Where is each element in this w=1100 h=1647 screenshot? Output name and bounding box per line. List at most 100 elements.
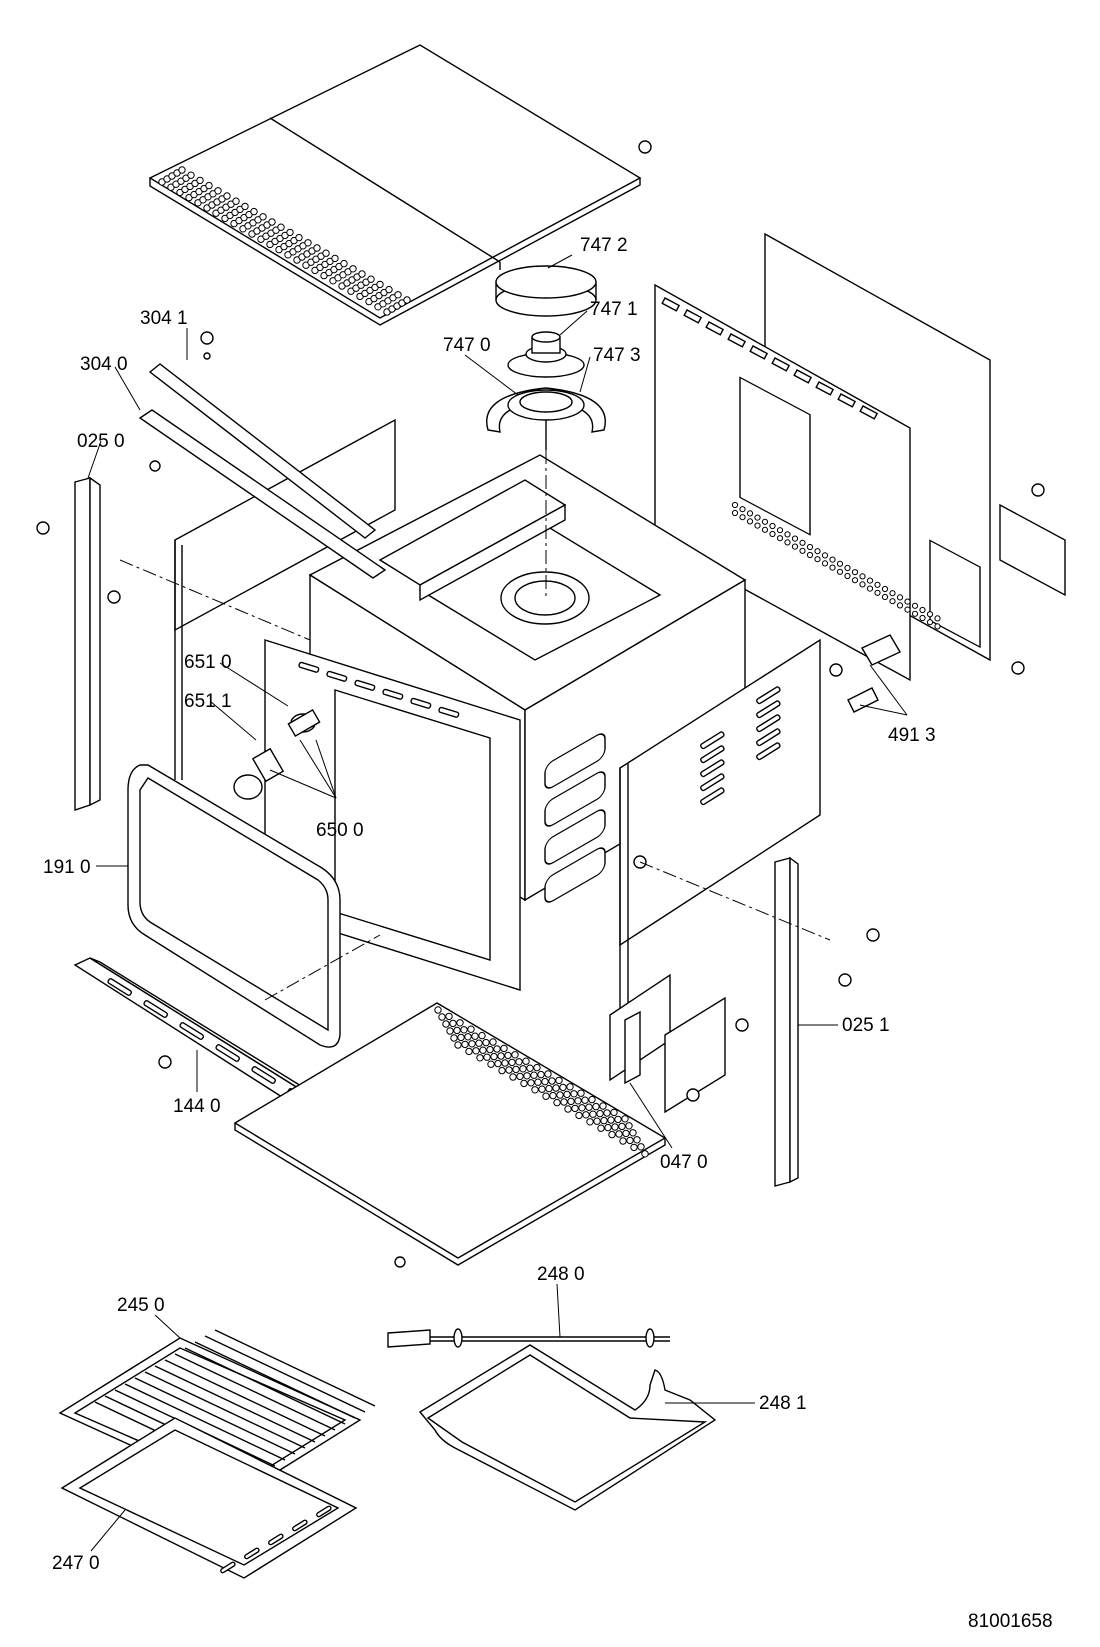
perforation-hole xyxy=(610,1108,618,1117)
right-vertical-rail xyxy=(774,856,799,1187)
perforation-hole xyxy=(622,1129,630,1138)
perforation-hole xyxy=(464,1033,472,1041)
perforation-hole xyxy=(450,1034,458,1042)
label-245-0: 245 0 xyxy=(117,1295,165,1316)
vent-slot xyxy=(700,787,725,806)
shelf-bar xyxy=(194,1341,356,1419)
perforation-hole xyxy=(548,1077,556,1085)
perforation-hole xyxy=(844,572,851,580)
perforation-hole xyxy=(896,594,904,601)
perforation-hole xyxy=(603,1109,611,1117)
perforation-hole xyxy=(571,1104,579,1113)
perforation-hole xyxy=(556,1091,564,1099)
perforation-hole xyxy=(403,296,411,304)
perforation-hole xyxy=(851,569,859,576)
label-144-0: 144 0 xyxy=(173,1096,221,1117)
perforation-hole xyxy=(187,171,195,179)
assembly-lines xyxy=(119,450,831,1001)
perforation-hole xyxy=(581,1096,589,1104)
perforation-hole xyxy=(549,1091,557,1100)
vent-slot xyxy=(700,731,725,750)
perforation-hole xyxy=(438,1013,446,1021)
perforation-hole xyxy=(821,560,829,567)
hinge-assembly xyxy=(609,973,749,1114)
label-747-2: 747 2 xyxy=(580,235,628,256)
diagram-reference-number: 81001658 xyxy=(968,1611,1053,1632)
perforation-hole xyxy=(904,598,911,605)
rail-slot xyxy=(143,1000,168,1018)
perforation-hole xyxy=(919,614,926,622)
perforation-hole xyxy=(457,1033,465,1042)
perforation-hole xyxy=(537,1070,545,1079)
perforation-hole xyxy=(394,291,402,299)
control-knobs xyxy=(233,708,321,800)
label-248-0: 248 0 xyxy=(537,1264,585,1285)
perforation-hole xyxy=(331,254,339,263)
perforation-hole xyxy=(926,611,934,618)
perforation-hole xyxy=(586,1118,594,1126)
rotisserie-frame xyxy=(418,1344,717,1511)
top-rails xyxy=(138,331,387,579)
perforation-hole xyxy=(178,166,186,174)
perforation-hole xyxy=(604,1123,612,1132)
perforation-hole xyxy=(919,606,926,614)
perforation-hole xyxy=(534,1078,542,1086)
perforation-hole xyxy=(555,1076,563,1085)
perforation-hole xyxy=(625,1122,633,1130)
perforation-hole xyxy=(791,535,799,542)
perforation-hole xyxy=(814,556,821,563)
perforation-hole xyxy=(608,1130,616,1139)
perforation-hole xyxy=(486,1045,494,1054)
perforation-hole xyxy=(592,1102,600,1111)
perforation-hole xyxy=(475,1039,483,1047)
perforation-hole xyxy=(500,1044,508,1053)
perforation-hole xyxy=(487,1060,495,1068)
perforation-hole xyxy=(295,233,303,242)
perforation-hole xyxy=(904,606,911,613)
perforation-hole xyxy=(519,1065,527,1073)
perforation-hole xyxy=(844,564,851,572)
perforation-hole xyxy=(630,1143,638,1152)
vent-slot xyxy=(749,345,769,360)
perforation-hole xyxy=(746,510,754,517)
perforation-hole xyxy=(761,518,769,525)
perforation-hole xyxy=(511,1051,519,1059)
perforation-hole xyxy=(614,1115,622,1124)
perforation-hole xyxy=(446,1027,454,1035)
perforation-hole xyxy=(866,585,874,592)
perforation-hole xyxy=(776,535,784,542)
perforation-hole xyxy=(205,181,213,190)
perforation-hole xyxy=(445,1012,453,1021)
perforation-hole xyxy=(196,176,204,185)
perforation-hole xyxy=(799,547,806,554)
frame-slot xyxy=(410,697,432,709)
frame-slot xyxy=(298,661,320,673)
perforation-hole xyxy=(501,1059,509,1067)
perforation-hole xyxy=(911,610,919,617)
label-747-1: 747 1 xyxy=(590,299,638,320)
vent-slot xyxy=(771,357,791,372)
perforation-hole xyxy=(560,1098,568,1106)
perforation-hole xyxy=(538,1085,546,1093)
vent-slot xyxy=(756,714,781,733)
frame-slot xyxy=(354,679,376,691)
perforation-hole xyxy=(596,1109,604,1118)
perforation-hole xyxy=(615,1130,623,1138)
vent-slot xyxy=(700,759,725,778)
perforation-hole xyxy=(553,1098,561,1107)
perforation-hole xyxy=(504,1051,512,1060)
perforation-hole xyxy=(851,577,859,584)
perforation-hole xyxy=(589,1110,597,1118)
perforation-hole xyxy=(829,556,836,563)
perforation-hole xyxy=(784,531,791,538)
perforation-hole xyxy=(478,1031,486,1040)
perforation-hole xyxy=(268,218,276,226)
perforation-hole xyxy=(434,1006,442,1014)
perforation-hole xyxy=(889,598,896,605)
perforation-hole xyxy=(859,581,866,588)
perforation-hole xyxy=(911,602,919,609)
label-651-0: 651 0 xyxy=(184,652,232,673)
perforation-hole xyxy=(821,552,829,559)
perforation-hole xyxy=(250,207,258,216)
perforation-hole xyxy=(582,1111,590,1119)
